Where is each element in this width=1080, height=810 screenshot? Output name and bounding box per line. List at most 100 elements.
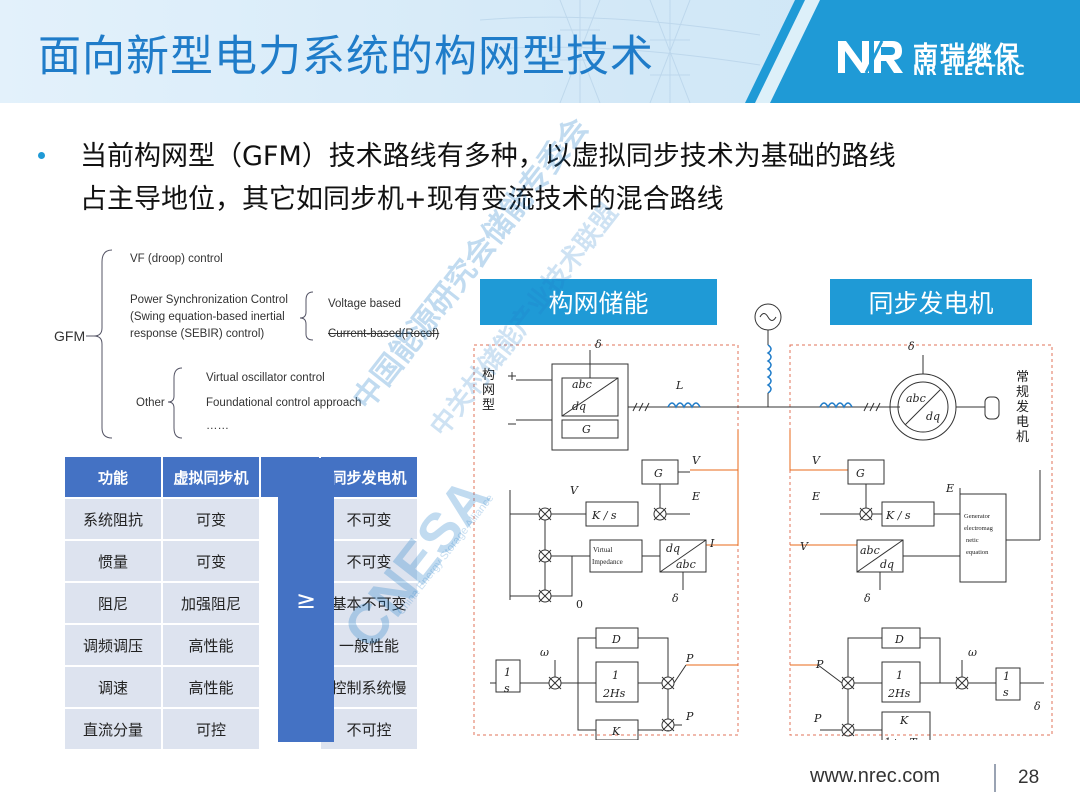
sync-generator-label: 同步发电机	[830, 279, 1032, 325]
table-cell: 不可变	[321, 499, 417, 539]
svg-text:P: P	[685, 652, 694, 665]
table-cell: 阻尼	[65, 583, 161, 623]
svg-text:E: E	[691, 490, 700, 503]
svg-text:V: V	[570, 484, 579, 497]
table-cell: 调速	[65, 667, 161, 707]
svg-text:abc: abc	[906, 392, 926, 405]
svg-text:K: K	[899, 714, 909, 727]
svg-text:Virtual: Virtual	[593, 546, 612, 554]
svg-text:equation: equation	[966, 549, 989, 556]
svg-text:δ: δ	[470, 687, 471, 700]
tree-foundational: Foundational control approach	[206, 397, 362, 409]
table-header: 功能	[65, 457, 161, 497]
svg-text:1: 1	[1003, 670, 1010, 683]
table-cell: 惯量	[65, 541, 161, 581]
svg-text:1+ sT: 1+ sT	[884, 736, 918, 740]
svg-text:δ: δ	[595, 338, 602, 351]
svg-text:s: s	[504, 682, 510, 695]
table-cell: 高性能	[163, 667, 259, 707]
table-header: 虚拟同步机	[163, 457, 259, 497]
table-row: 调速 高性能 控制系统慢	[65, 667, 417, 707]
table-cell: 加强阻尼	[163, 583, 259, 623]
svg-text:electromag: electromag	[964, 525, 994, 532]
svg-text:D: D	[894, 633, 904, 646]
tree-vf: VF (droop) control	[130, 253, 223, 265]
svg-text:V: V	[800, 540, 809, 553]
geq-symbol: ≥	[278, 458, 334, 742]
tree-vosc: Virtual oscillator control	[206, 372, 325, 384]
svg-text:P: P	[813, 712, 822, 725]
svg-text:G: G	[582, 423, 591, 436]
table-cell: 一般性能	[321, 625, 417, 665]
svg-text:V: V	[692, 454, 701, 467]
svg-text:I: I	[709, 537, 715, 550]
svg-text:V: V	[812, 454, 821, 467]
table-cell: 可变	[163, 499, 259, 539]
svg-text:G: G	[856, 467, 865, 480]
svg-text:E: E	[811, 490, 820, 503]
table-cell: 可变	[163, 541, 259, 581]
table-row: 直流分量 可控 不可控	[65, 709, 417, 749]
svg-text:1: 1	[504, 666, 511, 679]
svg-text:abc: abc	[676, 558, 696, 571]
svg-text:P: P	[685, 710, 694, 723]
svg-text:1: 1	[896, 669, 903, 682]
tree-brackets	[86, 249, 314, 439]
table-cell: 不可变	[321, 541, 417, 581]
header-decoration	[479, 0, 1080, 103]
svg-text:K / s: K / s	[885, 509, 911, 522]
nr-logo-icon	[838, 40, 903, 74]
svg-text:Impedance: Impedance	[592, 558, 623, 566]
logo-english: NR ELECTRIC	[913, 63, 1026, 79]
table-cell: 可控	[163, 709, 259, 749]
table-cell: 系统阻抗	[65, 499, 161, 539]
svg-text:δ: δ	[908, 340, 915, 353]
table-cell: 高性能	[163, 625, 259, 665]
svg-text:s: s	[1003, 686, 1009, 699]
svg-text:abc: abc	[572, 378, 592, 391]
svg-text:P: P	[815, 658, 824, 671]
svg-text:K: K	[611, 725, 621, 738]
svg-text:δ: δ	[864, 592, 871, 605]
svg-text:ω: ω	[540, 646, 549, 659]
svg-text:2Hs: 2Hs	[602, 687, 626, 700]
table-cell: 控制系统慢	[321, 667, 417, 707]
logo-chinese: 南瑞继保	[913, 41, 1022, 70]
tree-other: Other	[136, 397, 165, 409]
bullet-line-2: 占主导地位，其它如同步机+现有变流技术的混合路线	[80, 184, 724, 215]
svg-text:G: G	[654, 467, 663, 480]
zero-label: 0	[576, 598, 583, 611]
svg-text:1: 1	[612, 669, 619, 682]
svg-text:ω: ω	[968, 646, 977, 659]
svg-text:L: L	[675, 379, 683, 392]
table-cell: 调频调压	[65, 625, 161, 665]
gen-side-label: 常规发电机	[1016, 370, 1030, 445]
tree-psc-3: response (SEBIR) control)	[130, 328, 265, 340]
tree-voltage: Voltage based	[328, 298, 401, 310]
svg-text:dq: dq	[572, 400, 586, 413]
svg-text:abc: abc	[860, 544, 880, 557]
svg-text:δ: δ	[672, 592, 679, 605]
tree-root: GFM	[54, 328, 86, 344]
svg-text:dq: dq	[926, 410, 940, 423]
svg-text:E: E	[945, 482, 954, 495]
footer-url[interactable]: www.nrec.com	[810, 765, 941, 787]
bullet-icon	[38, 152, 45, 159]
tree-psc-1: Power Synchronization Control	[130, 294, 288, 306]
gfm-classification-tree: GFM VF (droop) control Power Synchroniza…	[40, 240, 470, 445]
control-block-diagram: abc dq G L abc dq δ δ G K / s V E V dq a…	[470, 303, 1053, 740]
table-row: 系统阻抗 可变 不可变	[65, 499, 417, 539]
table-header-row: 功能 虚拟同步机 同步发电机	[65, 457, 417, 497]
tree-current: Current-based(Rocof)	[328, 328, 440, 340]
tree-psc-2: (Swing equation-based inertial	[130, 311, 285, 323]
table-cell: 不可控	[321, 709, 417, 749]
svg-text:Generator: Generator	[964, 513, 991, 520]
page-number: 28	[1018, 767, 1040, 788]
page-title: 面向新型电力系统的构网型技术	[38, 32, 654, 82]
svg-text:D: D	[611, 633, 621, 646]
svg-text:netic: netic	[966, 537, 979, 544]
table-cell: 基本不可变	[321, 583, 417, 623]
svg-text:K / s: K / s	[591, 509, 617, 522]
gfm-side-label: 构网型	[482, 368, 496, 413]
svg-text:dq: dq	[666, 542, 680, 555]
